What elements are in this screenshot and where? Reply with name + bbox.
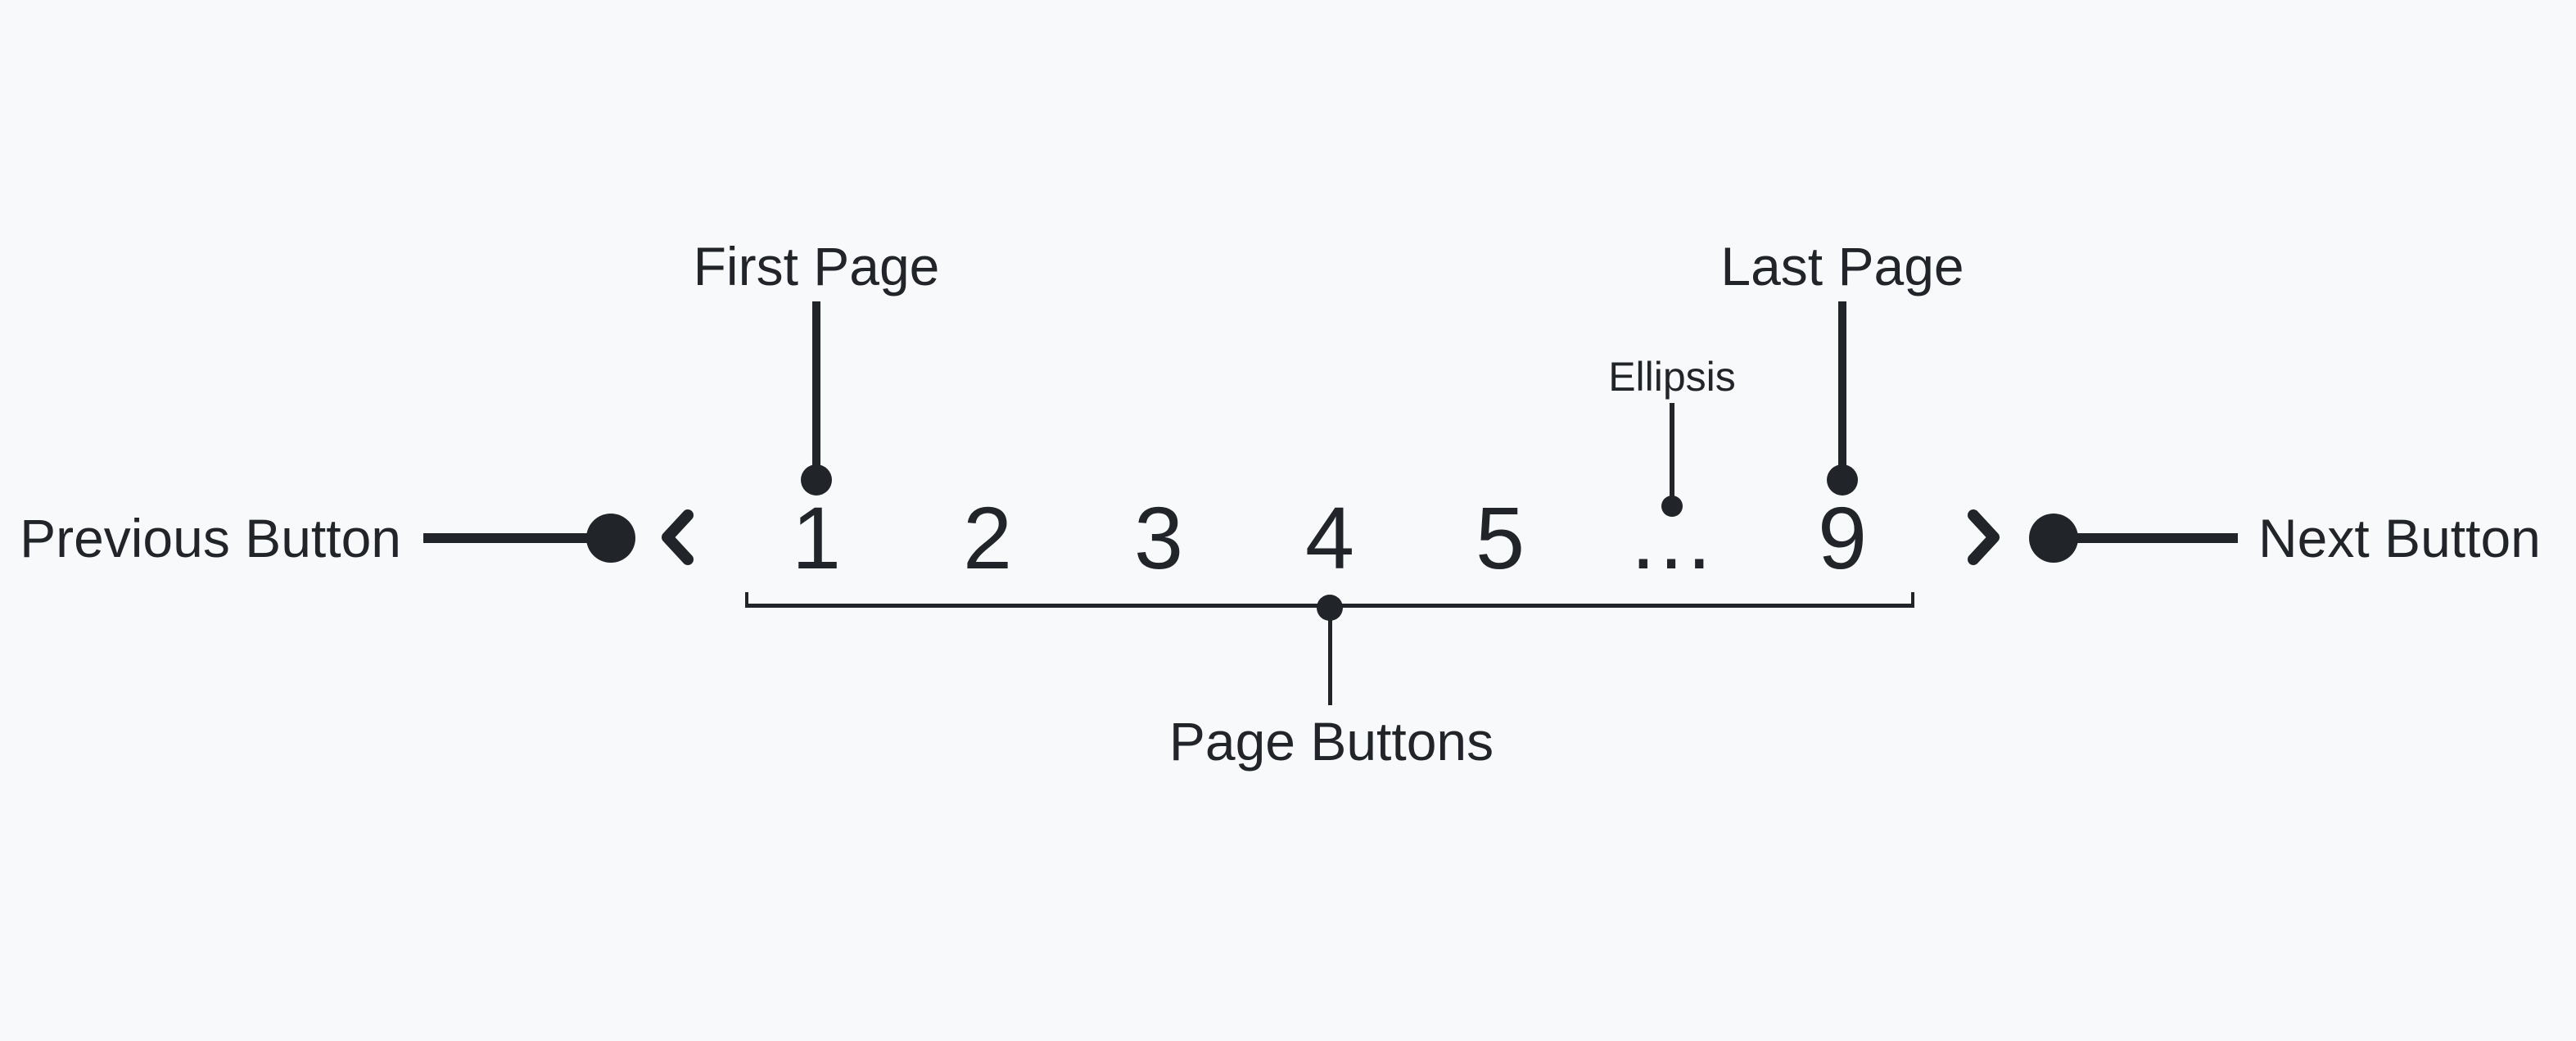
last-page-callout-line — [1838, 301, 1846, 469]
page-button-2[interactable]: 2 — [962, 488, 1013, 587]
page-button-3[interactable]: 3 — [1133, 488, 1184, 587]
first-page-callout-dot — [801, 464, 832, 496]
last-page-label: Last Page — [1720, 236, 1964, 296]
page-button-1[interactable]: 1 — [791, 488, 842, 587]
page-buttons-callout-line — [1328, 608, 1332, 705]
next-button-label: Next Button — [2258, 508, 2541, 568]
chevron-left-icon[interactable] — [658, 508, 698, 567]
ellipsis-label: Ellipsis — [1608, 354, 1736, 400]
last-page-callout-dot — [1827, 464, 1858, 496]
next-callout-dot — [2029, 514, 2078, 563]
previous-button-label: Previous Button — [20, 508, 401, 568]
page-button-5[interactable]: 5 — [1475, 488, 1525, 587]
previous-callout-dot — [586, 514, 635, 563]
first-page-callout-line — [812, 301, 820, 469]
page-button-9[interactable]: 9 — [1817, 488, 1868, 587]
page-buttons-label: Page Buttons — [1168, 711, 1494, 772]
next-callout-line — [2077, 533, 2238, 543]
ellipsis-callout-dot — [1661, 496, 1683, 517]
ellipsis-callout-line — [1670, 403, 1674, 497]
first-page-label: First Page — [693, 236, 940, 296]
previous-callout-line — [423, 533, 587, 543]
page-button-4[interactable]: 4 — [1304, 488, 1355, 587]
chevron-right-icon[interactable] — [1964, 508, 2003, 567]
